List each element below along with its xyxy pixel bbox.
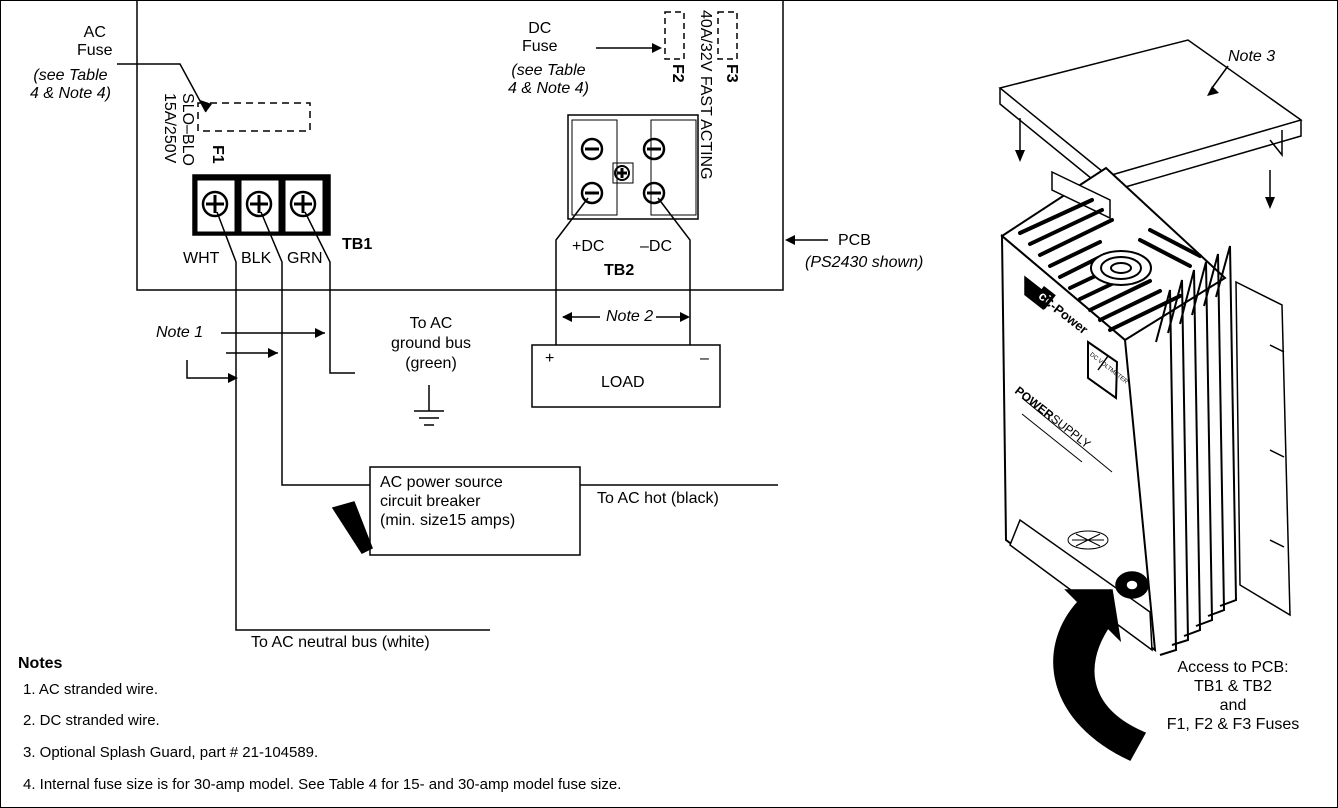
pcb-model: (PS2430 shown) [805,254,924,271]
dc-fuse-label: DC Fuse [522,20,558,55]
note-item-2: 2. DC stranded wire. [23,712,160,729]
note-item-1: 1. AC stranded wire. [23,681,159,698]
breaker-box [369,466,581,556]
f1-label: F1 [209,145,226,164]
breaker-label: AC power source circuit breaker (min. si… [380,474,516,529]
blk-label: BLK [241,250,272,267]
ac-hot-label: To AC hot (black) [597,490,719,507]
fan [1090,250,1152,286]
pcb-outline [136,1,784,291]
note3-label: Note 3 [1228,48,1276,65]
notes-title: Notes [18,655,63,672]
load-minus: – [700,350,709,367]
note1-label: Note 1 [156,324,204,341]
wht-label: WHT [183,250,220,267]
f3-label: F3 [723,64,740,83]
load-label: LOAD [601,374,645,391]
tb2-block [567,114,699,220]
access-label: Access to PCB: TB1 & TB2 and F1, F2 & F3… [1166,659,1300,733]
wire-plus-dc [555,197,589,345]
f2-label: F2 [669,64,686,83]
plus-dc-label: +DC [572,238,605,255]
wire-ground [304,211,355,374]
tb1-label: TB1 [342,236,373,253]
tb2-label: TB2 [604,262,635,279]
f1-rating: 15A/250V [161,93,178,164]
pcb-label: PCB [838,232,871,249]
f3-fuse [717,11,738,60]
ac-fuse-ref: (see Table 4 & Note 4) [30,67,111,102]
note-item-3: 3. Optional Splash Guard, part # 21-1045… [23,744,319,761]
access-arrow [1053,589,1147,761]
grn-label: GRN [287,250,323,267]
load-plus: + [545,350,555,367]
f1-fuse [197,102,311,132]
ac-neutral-label: To AC neutral bus (white) [251,634,430,651]
dc-fuse-rating: 40A/32V FAST ACTING [697,10,714,180]
wire-hot [260,211,370,486]
load-box [531,344,721,408]
ac-fuse-leader [117,63,207,113]
note2-label: Note 2 [606,308,654,325]
minus-dc-label: –DC [640,238,673,255]
f2-fuse [664,11,685,60]
wire-minus-dc [657,197,691,345]
wire-neutral [216,211,490,631]
note-item-4: 4. Internal fuse size is for 30-amp mode… [23,776,622,793]
f1-type: SLO–BLO [179,93,196,166]
voltmeter [1087,340,1119,400]
dc-fuse-ref: (see Table 4 & Note 4) [508,62,589,97]
ac-fuse-label: AC Fuse [77,24,113,59]
ac-ground-label: To AC ground bus (green) [390,315,472,372]
